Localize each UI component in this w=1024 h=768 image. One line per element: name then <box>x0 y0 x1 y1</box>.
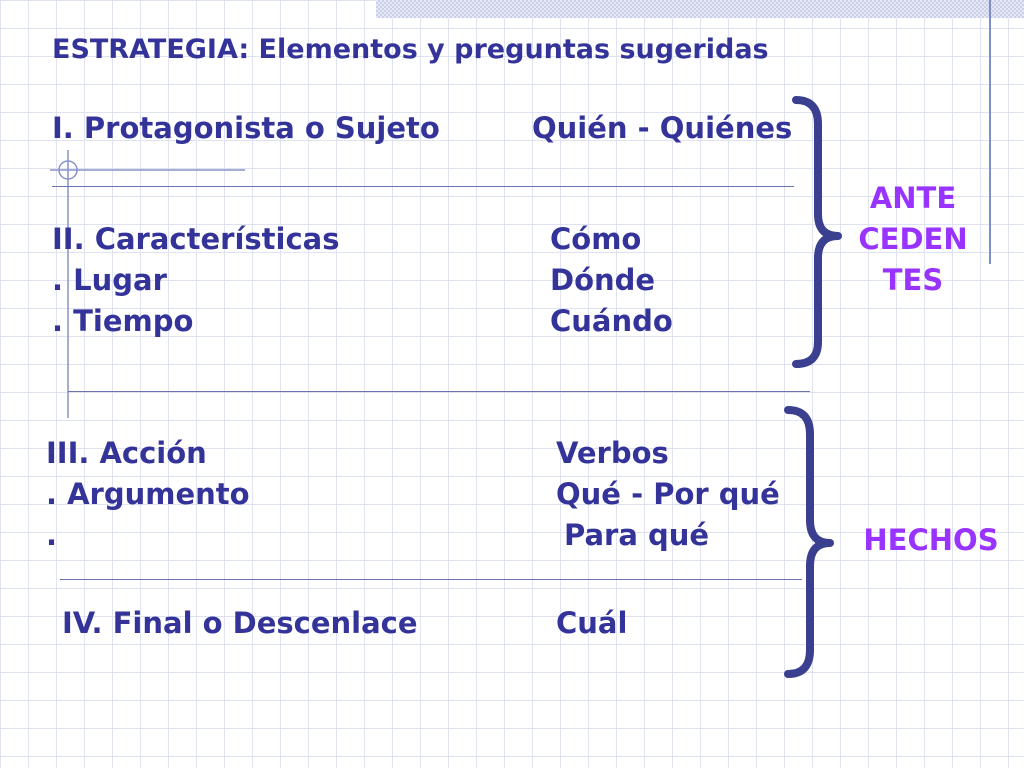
item-final-label: IV. Final o Descenlace <box>62 606 418 640</box>
item-caracteristicas-question: Cómo <box>550 222 642 256</box>
item-paraque-question: Para qué <box>564 518 710 552</box>
item-final-question: Cuál <box>556 606 628 640</box>
item-protagonista-question: Quién - Quiénes <box>532 111 793 145</box>
item-lugar-question: Dónde <box>550 263 656 297</box>
separator-line <box>68 391 810 392</box>
item-dot-label: . <box>46 518 58 552</box>
item-lugar-label: . Lugar <box>52 263 167 297</box>
item-protagonista-label: I. Protagonista o Sujeto <box>52 111 440 145</box>
group-antecedentes-label: ANTE CEDEN TES <box>846 178 980 301</box>
group-hechos-label: HECHOS <box>863 523 999 557</box>
item-tiempo-label: . Tiempo <box>52 304 194 338</box>
separator-line <box>52 186 794 187</box>
brace-antecedentes <box>792 96 842 368</box>
item-caracteristicas-label: II. Características <box>52 222 340 256</box>
header-pattern-band <box>376 0 1024 18</box>
item-tiempo-question: Cuándo <box>550 304 673 338</box>
page-title: ESTRATEGIA: Elementos y preguntas sugeri… <box>52 34 769 65</box>
decor-vertical-line <box>989 0 991 264</box>
group-antecedentes-line3: TES <box>882 263 944 297</box>
item-argumento-question: Qué - Por qué <box>556 477 780 511</box>
brace-hechos <box>784 406 834 678</box>
separator-line <box>60 579 802 580</box>
item-argumento-label: . Argumento <box>46 477 250 511</box>
group-antecedentes-line2: CEDEN <box>858 222 968 256</box>
item-accion-label: III. Acción <box>46 436 207 470</box>
group-antecedentes-line1: ANTE <box>869 181 957 215</box>
item-accion-question: Verbos <box>556 436 669 470</box>
